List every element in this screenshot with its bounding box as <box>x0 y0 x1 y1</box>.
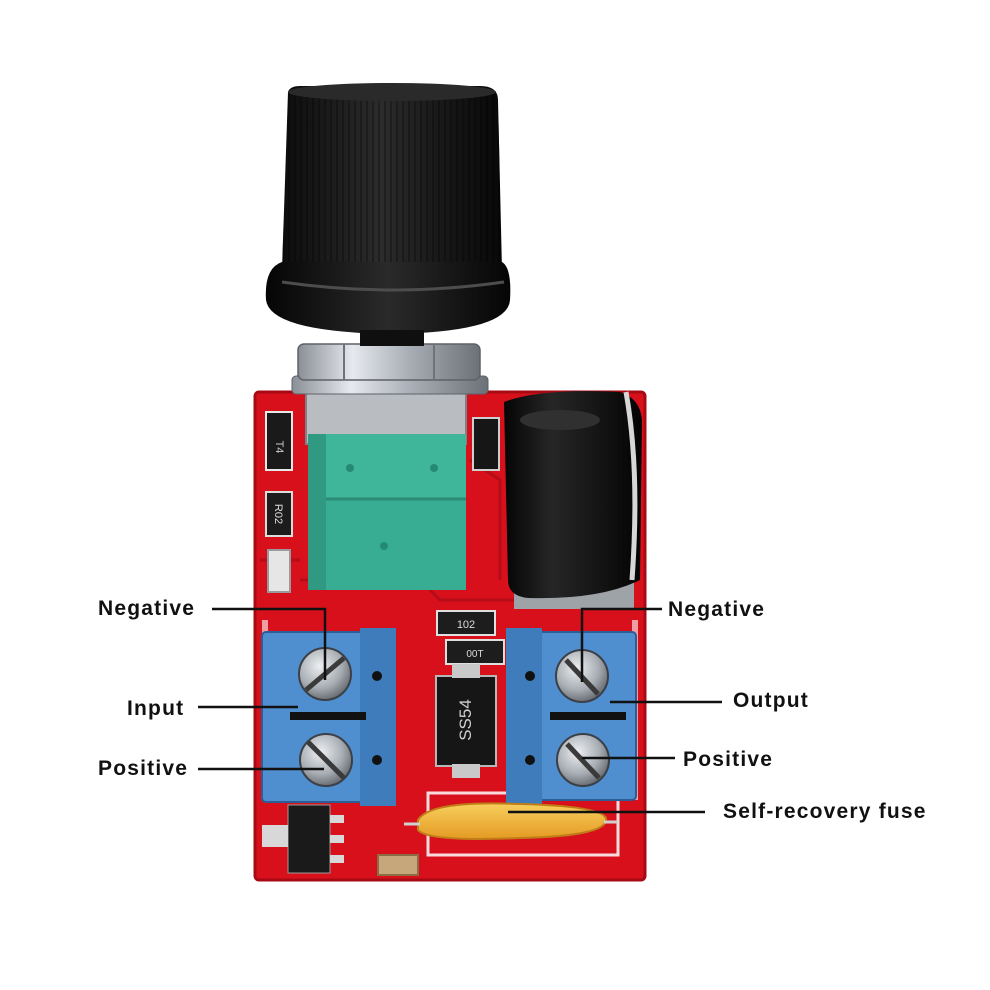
fuse-body <box>417 802 608 840</box>
label-fuse: Self-recovery fuse <box>723 800 927 823</box>
knob <box>265 83 511 346</box>
smd-resistor-center-top-marking: 102 <box>457 619 475 631</box>
smd-resistor-center-bottom-body <box>445 639 505 665</box>
smd-resistor-center-bottom-marking: 00T <box>466 649 483 660</box>
label-negative-left: Negative <box>98 597 196 620</box>
knob-top <box>288 83 496 101</box>
terminal-input-screw-positive-slot <box>306 740 346 780</box>
smd-diode-top-center-body <box>472 417 500 471</box>
terminal-input-hole-1 <box>372 671 382 681</box>
knob-stem <box>360 330 424 346</box>
nut-body <box>297 343 481 381</box>
schottky-diode-lead-top <box>452 664 480 678</box>
smd-transistor-bottom-left <box>262 804 344 874</box>
leader-negative-left <box>212 607 327 680</box>
smd-capacitor-bottom-body <box>377 854 419 876</box>
smd-transistor-body <box>287 804 331 874</box>
terminal-output-divider <box>550 712 626 720</box>
hex-nut <box>291 343 489 395</box>
terminal-block-input <box>261 628 396 806</box>
knob-flare <box>265 262 511 334</box>
terminal-input-divider <box>290 712 366 720</box>
potentiometer-rivet-top <box>346 464 354 472</box>
smd-diode-top-left: T4 <box>265 411 293 471</box>
label-input: Input <box>127 697 185 720</box>
inductor-wire <box>623 391 638 581</box>
potentiometer-shade <box>308 434 326 590</box>
smd-resistor-center-top: 102 <box>436 610 496 636</box>
schottky-diode-marking: SS54 <box>456 699 475 741</box>
smd-transistor-pin-3 <box>330 855 344 863</box>
terminal-output-hole-2 <box>525 755 535 765</box>
smd-led-left <box>267 549 291 593</box>
terminal-output-screw-positive-slot <box>565 742 601 780</box>
leader-negative-right <box>580 607 662 682</box>
terminal-block-output <box>506 628 637 804</box>
label-positive-right: Positive <box>683 748 774 771</box>
label-positive-left: Positive <box>98 757 189 780</box>
smd-diode-top-center <box>472 417 500 471</box>
smd-resistor-center-top-body <box>436 610 496 636</box>
potentiometer-body-top <box>308 434 466 498</box>
smd-resistor-left-marking: R02 <box>272 504 284 524</box>
smd-capacitor-bottom <box>377 854 419 876</box>
schottky-diode-lead-bottom <box>452 764 480 778</box>
smd-transistor-tab <box>262 825 288 847</box>
potentiometer-rivet-top-2 <box>430 464 438 472</box>
smd-resistor-left-body <box>265 491 293 537</box>
inductor-highlight <box>520 410 600 430</box>
label-output: Output <box>733 689 810 712</box>
smd-transistor-pin-1 <box>330 815 344 823</box>
schottky-diode: SS54 <box>435 664 497 778</box>
smd-diode-top-left-body <box>265 411 293 471</box>
schottky-diode-body <box>435 675 497 767</box>
label-negative-right: Negative <box>668 598 766 621</box>
terminal-output-hole-1 <box>525 671 535 681</box>
leader-lines <box>198 607 722 814</box>
potentiometer <box>305 391 467 590</box>
terminal-output-shade <box>506 628 542 804</box>
inductor <box>504 391 642 609</box>
smd-resistor-center-bottom: 00T <box>445 639 505 665</box>
smd-resistor-left: R02 <box>265 491 293 537</box>
inductor-body <box>504 391 642 599</box>
smd-transistor-pin-2 <box>330 835 344 843</box>
smd-diode-top-left-marking: T4 <box>273 441 285 454</box>
knob-flare-highlight <box>281 280 505 292</box>
potentiometer-rivet-bottom <box>380 542 388 550</box>
knob-ribs <box>282 86 502 270</box>
smd-led-left-body <box>267 549 291 593</box>
terminal-input-hole-2 <box>372 755 382 765</box>
